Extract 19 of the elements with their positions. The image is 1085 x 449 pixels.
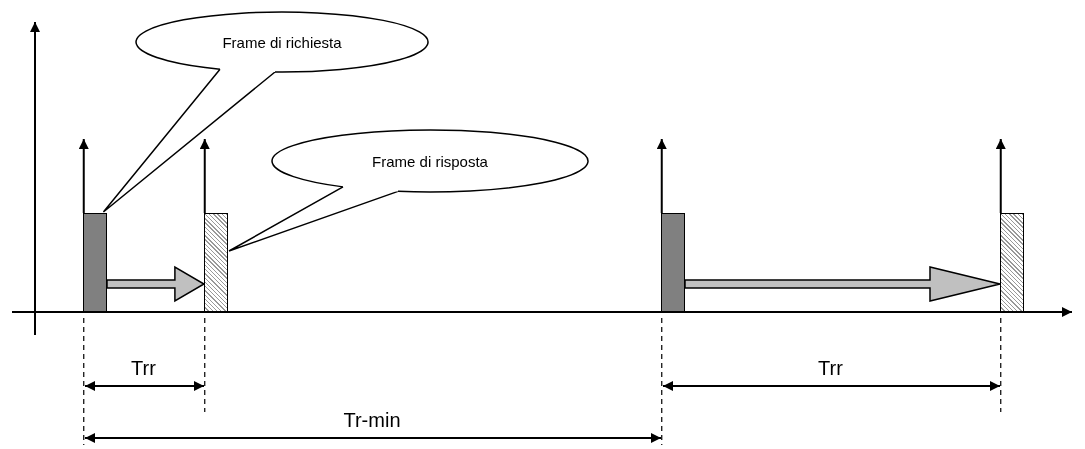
block-arrow [106, 265, 206, 303]
dimension-label: Trr [818, 357, 843, 380]
dimension-label: Trr [131, 357, 156, 380]
pulse-arrow [199, 138, 210, 214]
callout-pointer [228, 186, 399, 252]
pulse-arrow [995, 138, 1006, 214]
pulse-arrow [656, 138, 667, 214]
block-arrow [684, 266, 1001, 302]
response-frame-bar [1000, 213, 1024, 312]
pulse-arrow [78, 138, 89, 214]
dimension-label: Tr-min [343, 409, 401, 432]
response-frame-bar [204, 213, 228, 312]
callout-text: Frame di risposta [372, 152, 488, 170]
callout-text: Frame di richiesta [222, 33, 342, 51]
callout-pointer [102, 68, 276, 213]
speech-bubble [134, 10, 430, 74]
request-frame-bar [661, 213, 685, 312]
request-frame-bar [83, 213, 107, 312]
speech-bubble [270, 128, 590, 194]
